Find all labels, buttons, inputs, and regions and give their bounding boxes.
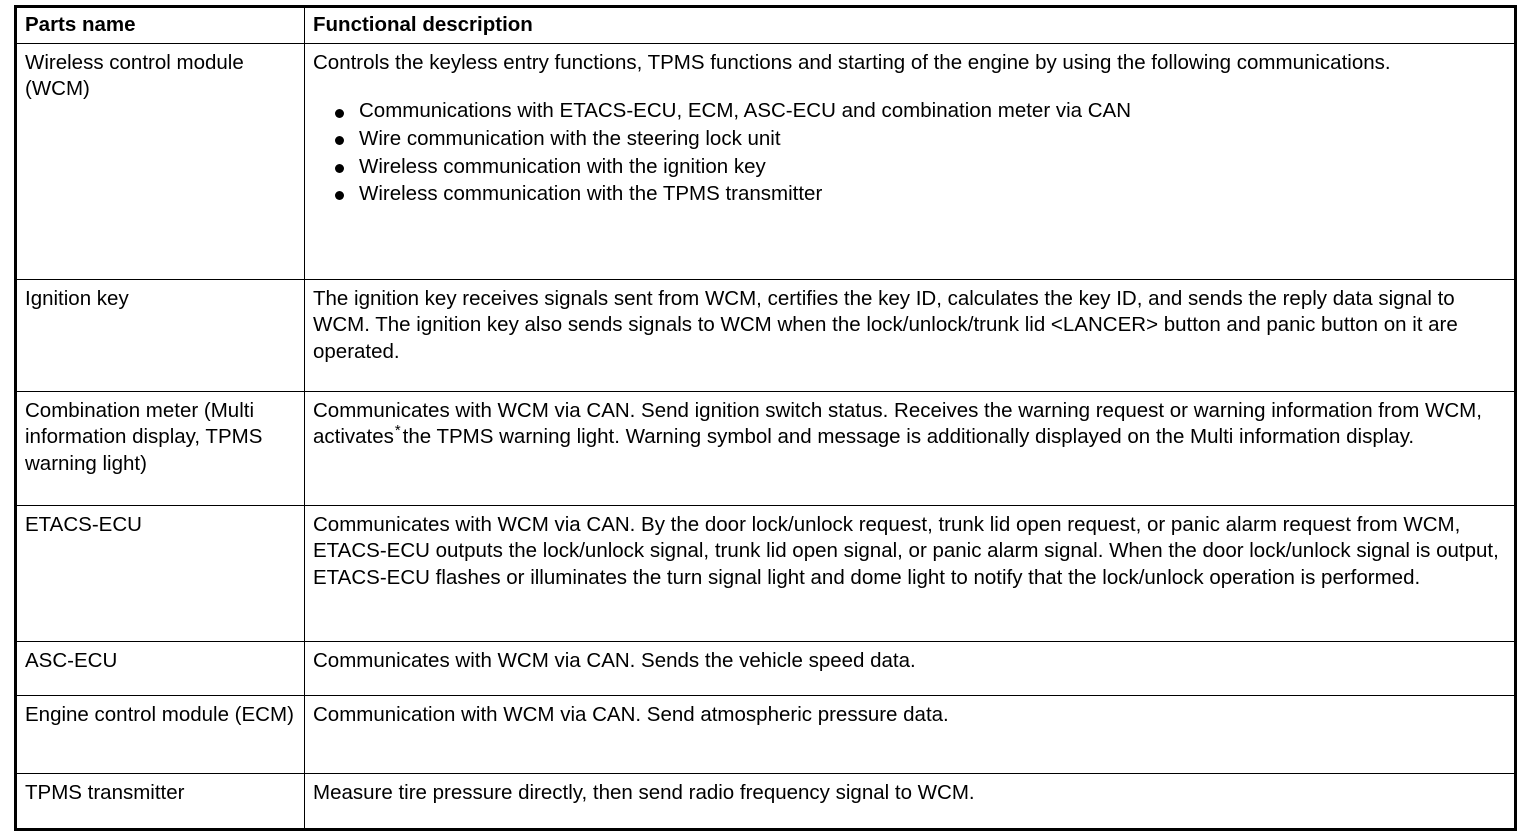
list-item-label: Wireless communication with the ignition… (359, 154, 766, 178)
table-header: Parts name Functional description (15, 6, 1516, 44)
parts-name-cell: ETACS-ECU (15, 504, 305, 642)
communications-bullet-list: Communications with ETACS-ECU, ECM, ASC-… (313, 98, 1506, 208)
parts-name-cell: Engine control module (ECM) (15, 694, 305, 774)
description-paragraph: Controls the keyless entry functions, TP… (313, 50, 1391, 74)
list-item-label: Wire communication with the steering loc… (359, 126, 781, 150)
table-row: Combination meter (Multi information dis… (15, 390, 1516, 506)
functional-description-cell: Controls the keyless entry functions, TP… (304, 42, 1516, 280)
table-row: Engine control module (ECM) Communicatio… (15, 694, 1516, 774)
table-header-row: Parts name Functional description (15, 6, 1516, 44)
functional-description-cell: Communicates with WCM via CAN. Send igni… (304, 390, 1516, 506)
list-item: Wireless communication with the ignition… (313, 154, 1506, 181)
functional-description-cell: Communication with WCM via CAN. Send atm… (304, 694, 1516, 774)
bullet-dot-icon (335, 163, 344, 173)
parts-name-cell: Combination meter (Multi information dis… (15, 390, 305, 506)
list-item: Communications with ETACS-ECU, ECM, ASC-… (313, 98, 1506, 125)
description-text-part2: the TPMS warning light. Warning symbol a… (402, 425, 1415, 449)
bullet-dot-icon (335, 108, 344, 118)
description-text-part1: Communicates with WCM via CAN. Send igni… (313, 398, 1482, 449)
list-item-label: Wireless communication with the TPMS tra… (359, 182, 823, 206)
table-row: Wireless control module (WCM) Controls t… (15, 42, 1516, 280)
column-header-parts-name: Parts name (15, 6, 305, 44)
table-row: ASC-ECU Communicates with WCM via CAN. S… (15, 640, 1516, 696)
parts-name-cell: TPMS transmitter (15, 772, 305, 830)
bullet-dot-icon (335, 136, 344, 146)
parts-name-cell: Wireless control module (WCM) (15, 42, 305, 280)
functional-description-cell: Measure tire pressure directly, then sen… (304, 772, 1516, 830)
list-item: Wireless communication with the TPMS tra… (313, 181, 1506, 208)
parts-function-table: Parts name Functional description Wirele… (14, 5, 1517, 831)
document-page: Parts name Functional description Wirele… (14, 5, 1517, 831)
functional-description-cell: Communicates with WCM via CAN. Sends the… (304, 640, 1516, 696)
column-header-functional-description: Functional description (304, 6, 1516, 44)
functional-description-cell: Communicates with WCM via CAN. By the do… (304, 504, 1516, 642)
bullet-dot-icon (335, 191, 344, 201)
table-row: Ignition key The ignition key receives s… (15, 278, 1516, 392)
table-row: ETACS-ECU Communicates with WCM via CAN.… (15, 504, 1516, 642)
parts-name-cell: ASC-ECU (15, 640, 305, 696)
list-item-label: Communications with ETACS-ECU, ECM, ASC-… (359, 99, 1132, 123)
table-body: Wireless control module (WCM) Controls t… (15, 42, 1516, 830)
functional-description-cell: The ignition key receives signals sent f… (304, 278, 1516, 392)
footnote-marker: * (394, 423, 401, 440)
table-row: TPMS transmitter Measure tire pressure d… (15, 772, 1516, 830)
parts-name-cell: Ignition key (15, 278, 305, 392)
list-item: Wire communication with the steering loc… (313, 126, 1506, 153)
